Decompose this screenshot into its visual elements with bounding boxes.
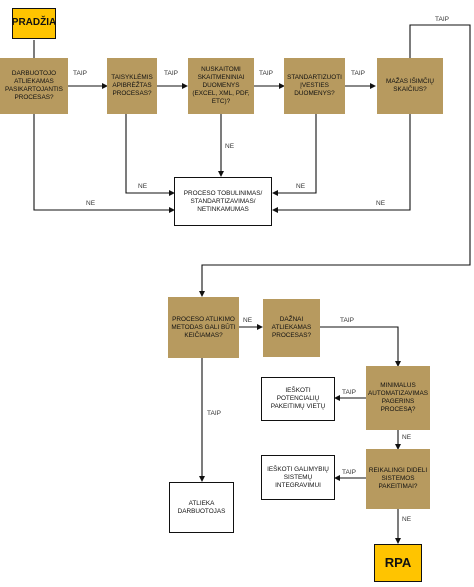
process-improvement-box: PROCESO TOBULINIMAS/ STANDARTIZAVIMAS/ N…: [174, 177, 272, 226]
label-q8-no: NE: [402, 434, 412, 441]
label-q3-yes: TAIP: [259, 70, 273, 77]
label-q2-yes: TAIP: [164, 70, 178, 77]
label-q5-yes: TAIP: [435, 16, 449, 23]
decision-few-exceptions: MAŽAS IŠIMČIŲ SKAIČIUS?: [377, 58, 443, 114]
label-q7-yes: TAIP: [340, 317, 354, 324]
find-change-places-box: IEŠKOTI POTENCIALIŲ PAKEITIMŲ VIETŲ: [261, 377, 335, 421]
edge-q7-yes: [320, 326, 401, 367]
edge-q5-yes: [199, 24, 471, 297]
decision-rule-based: TAISYKLĖMIS APIBRĖŽTAS PROCESAS?: [107, 58, 157, 114]
edge-q5-no: [272, 114, 411, 213]
decision-system-changes: REIKALINGI DIDELI SISTEMOS PAKEITIMAI?: [366, 449, 430, 509]
decision-frequent-process: DAŽNAI ATLIEKAMAS PROCESAS?: [263, 299, 320, 357]
decision-standard-input: STANDARTIZUOTI ĮVESTIES DUOMENYS?: [284, 58, 345, 114]
decision-minimal-automation: MINIMALUS AUTOMATIZAVIMAS PAGERINS PROCE…: [366, 366, 430, 430]
decision-repetitive-process: DARBUOTOJO ATLIEKAMAS PASIKARTOJANTIS PR…: [0, 58, 68, 114]
find-integration-box: IEŠKOTI GALIMYBIŲ SISTEMŲ INTEGRAVIMUI: [261, 455, 335, 500]
decision-method-changeable: PROCESO ATLIKIMO METODAS GALI BŪTI KEIČI…: [168, 297, 239, 358]
edge-q4-no: [272, 114, 317, 196]
decision-digital-data: NUSKAITOMI SKAITMENINIAI DUOMENYS (EXCEL…: [188, 58, 254, 114]
label-q6-no: NE: [243, 317, 253, 324]
label-q9-yes: TAIP: [342, 469, 356, 476]
start-node: PRADŽIA: [12, 8, 56, 39]
employee-performs-box: ATLIEKA DARBUOTOJAS: [169, 482, 234, 533]
label-q4-yes: TAIP: [351, 70, 365, 77]
edge-q1-no: [33, 114, 175, 213]
label-q8-yes: TAIP: [342, 389, 356, 396]
label-q1-no: NE: [86, 200, 96, 207]
rpa-end-node: RPA: [374, 544, 422, 582]
label-q9-no: NE: [402, 516, 412, 523]
label-q5-no: NE: [376, 200, 386, 207]
label-q1-yes: TAIP: [73, 70, 87, 77]
label-q6-yes: TAIP: [207, 410, 221, 417]
edge-q2-no: [125, 114, 175, 196]
label-q4-no: NE: [296, 183, 306, 190]
label-q3-no: NE: [225, 143, 235, 150]
label-q2-no: NE: [138, 183, 148, 190]
